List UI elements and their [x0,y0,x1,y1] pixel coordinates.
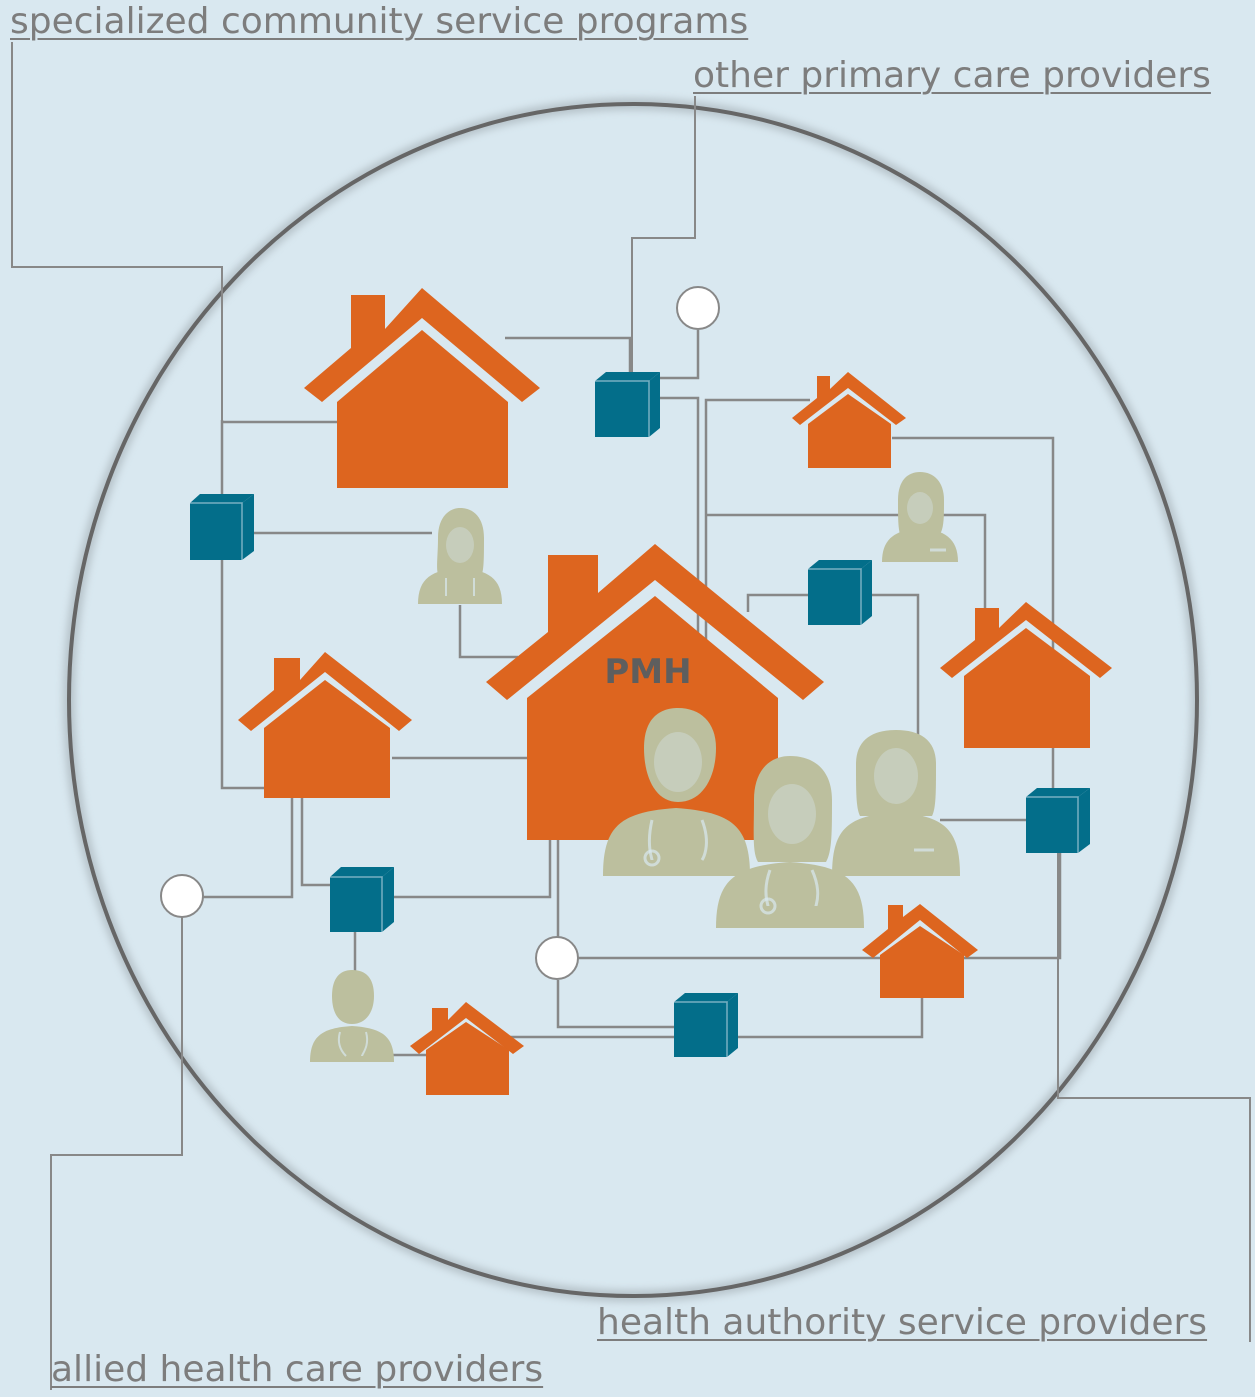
cubes [190,372,1090,1057]
cube-icon [330,867,394,932]
other-primary-care-providers-link[interactable]: other primary care providers [693,55,1211,96]
circle-node-icon [535,936,579,980]
house-icon [304,288,540,488]
network-boundary-ring [63,98,1203,1302]
specialized-community-service-programs-link[interactable]: specialized community service programs [10,1,749,42]
cube-icon [1026,788,1090,853]
leader-line-health-authority [1057,845,1251,1342]
female-provider-icon [882,472,958,562]
female-provider-icon [418,508,502,604]
male-provider-icon [603,708,750,876]
connector-lines [203,330,1062,1057]
cube-icon [808,560,872,625]
leader-line-specialized [11,42,223,420]
connector-line [505,336,632,378]
connector-line [203,798,294,899]
allied-health-care-providers-link[interactable]: allied health care providers [51,1349,544,1390]
connector-line [556,980,674,1029]
people [310,472,960,1062]
connector-line [658,330,700,380]
connector-line [964,852,1062,960]
house-icon [792,372,906,468]
house-icon [410,1002,524,1095]
connector-line [658,396,700,635]
leader-lines [11,42,1251,1390]
connector-line [300,798,330,887]
nodes [160,286,720,980]
house-icon [238,652,412,798]
health-authority-service-providers-link[interactable]: health authority service providers [597,1302,1208,1343]
circle-node-icon [676,286,720,330]
cube-icon [595,372,660,437]
connector-line [458,605,518,659]
pmh-house-icon [486,544,824,840]
connector-line [706,513,987,608]
leader-line-other-primary [631,96,696,378]
connector-line [735,996,924,1039]
cube-icon [674,993,738,1057]
house-icon [940,602,1112,748]
connector-line [704,398,810,640]
male-provider-icon [310,970,394,1062]
house-icon [862,904,978,998]
connector-line [220,420,266,790]
connector-line [746,593,808,612]
cube-icon [190,494,254,560]
female-provider-icon [832,730,960,876]
leader-line-allied [50,917,183,1390]
connector-line [390,840,552,899]
female-provider-icon [716,756,864,928]
circle-node-icon [160,874,204,918]
houses [238,288,1112,1095]
connector-line [872,593,920,760]
pmh-label: PMH [604,652,691,692]
